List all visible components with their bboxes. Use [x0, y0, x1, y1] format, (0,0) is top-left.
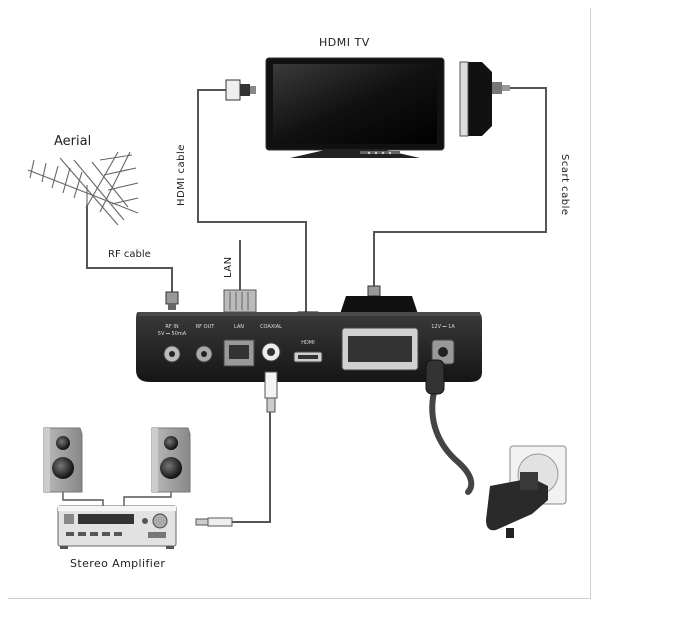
scart-cable-label: Scart cable — [559, 154, 570, 216]
coaxial-plug — [264, 371, 278, 413]
speaker-right — [151, 427, 191, 493]
amplifier-coaxial-plug — [195, 517, 233, 527]
cables — [62, 87, 547, 523]
scart-cable — [373, 87, 547, 290]
lan-plug — [223, 289, 257, 313]
hdmi-cable-label: HDMI cable — [176, 144, 187, 206]
coaxial-port-label: COAXIAL — [260, 324, 282, 330]
rf-plug — [165, 291, 179, 310]
hdmi-plug-tv — [225, 79, 256, 101]
stereo-amplifier — [57, 505, 177, 549]
speaker-left — [43, 427, 83, 493]
aerial-label: Aerial — [54, 134, 92, 149]
power-adapter — [486, 472, 548, 538]
hdmi-port-label: HDMI — [301, 340, 315, 346]
diagram-frame — [8, 8, 591, 599]
speaker-wire-right — [123, 492, 172, 508]
rf-cable-label: RF cable — [108, 249, 151, 260]
coaxial-cable — [232, 412, 271, 523]
hdmi-cable — [197, 89, 307, 312]
set-top-box — [136, 312, 482, 382]
rf-in-spec-label: 5V ⎓ 50mA — [157, 331, 187, 337]
power-cable — [429, 389, 475, 495]
lan-label: LAN — [223, 256, 234, 278]
hdmi-tv — [265, 57, 445, 158]
scart-plug-tv — [459, 61, 510, 137]
rf-out-port-label: RF OUT — [195, 324, 215, 330]
lan-port-label: LAN — [233, 324, 245, 330]
speaker-wire-left — [62, 492, 104, 508]
rf-in-port-label: RF IN — [165, 324, 179, 330]
hdmi-tv-label: HDMI TV — [319, 36, 370, 49]
power-port-label: 12V ⎓ 1A — [431, 324, 455, 330]
aerial — [27, 151, 139, 226]
rf-cable — [86, 205, 173, 300]
stereo-amplifier-label: Stereo Amplifier — [70, 557, 166, 570]
